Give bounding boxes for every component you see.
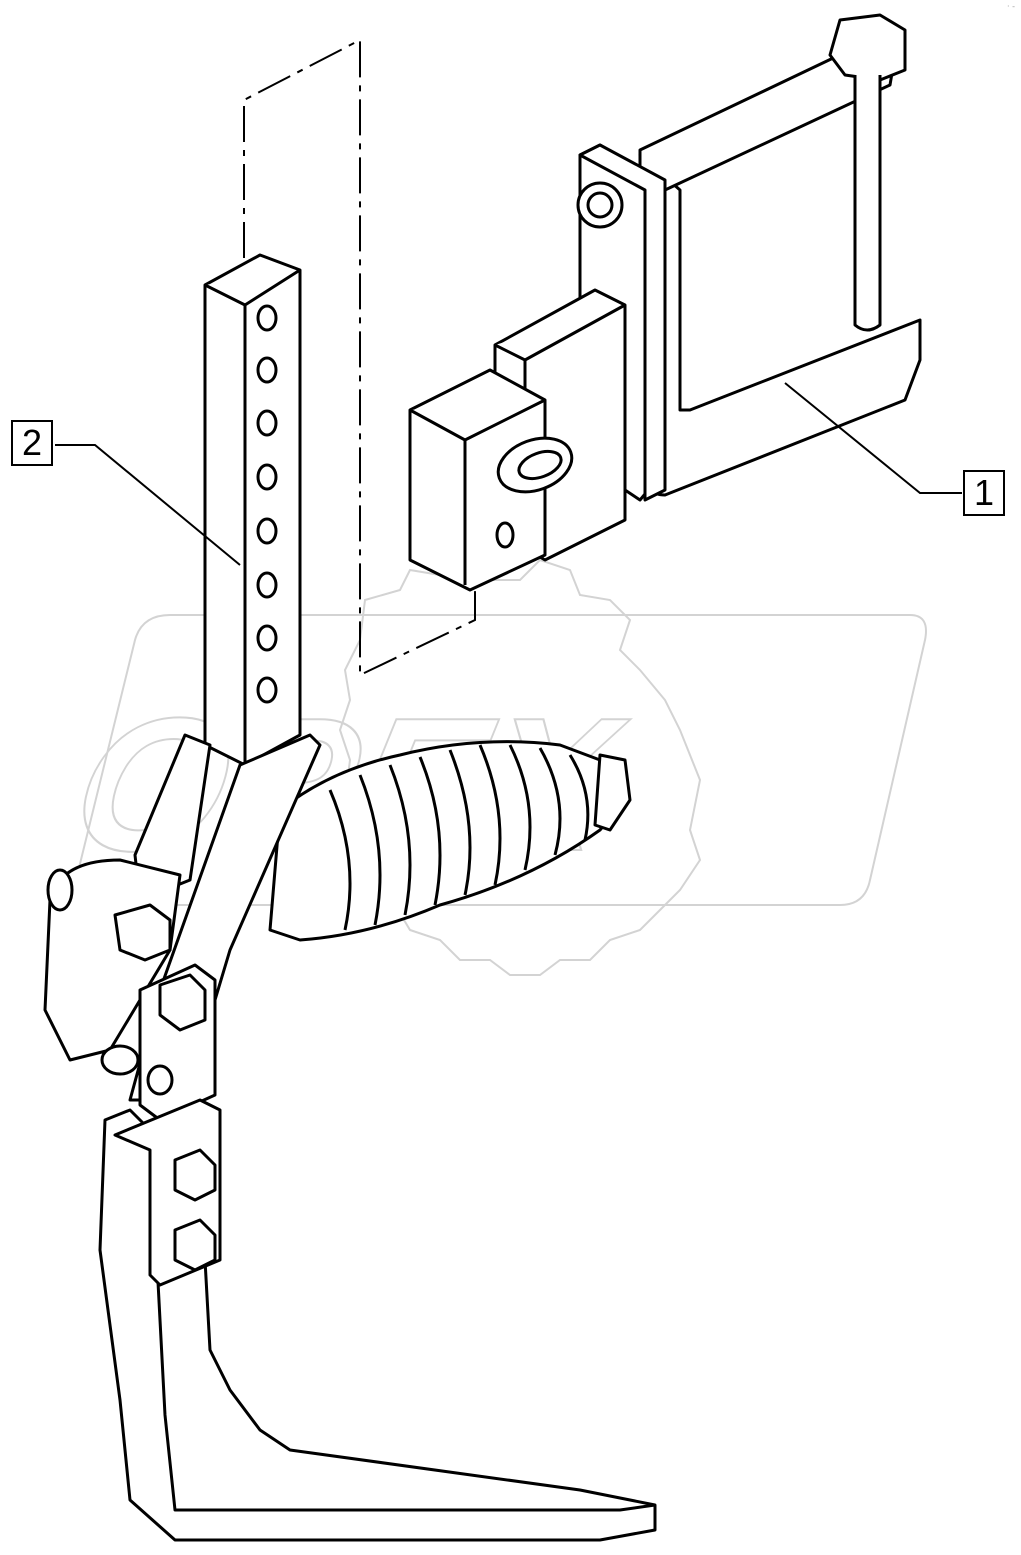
bracket-front-face — [578, 143, 667, 502]
leader-line-2 — [55, 444, 241, 566]
tine-bolt-upper — [173, 1148, 217, 1202]
spring-end-cap — [593, 753, 632, 832]
callout-label-2: 2 — [21, 422, 43, 463]
callout-2: 2 — [11, 420, 53, 466]
spring-boot — [268, 740, 627, 942]
callout-1: 1 — [963, 470, 1005, 516]
tine-edge — [203, 1259, 656, 1507]
clamp-hole — [495, 521, 515, 549]
callout-label-1: 1 — [973, 472, 995, 513]
leader-line-1 — [784, 382, 962, 494]
bracket-assembly — [408, 13, 922, 592]
tine-bolt-lower — [173, 1218, 217, 1272]
corner-mark: · ‐ — [1007, 2, 1015, 11]
pivot-bolt-head — [113, 903, 172, 962]
callout-leaders — [55, 382, 962, 566]
watermark-badge — [73, 614, 927, 906]
tine-assembly — [43, 253, 657, 1542]
shank-holes — [256, 304, 278, 704]
tine-shank-bar — [203, 253, 302, 767]
spring-coils — [328, 744, 590, 931]
alignment-lines — [243, 38, 476, 677]
bracket-threaded-rod — [853, 75, 882, 332]
clamp-bolt-head — [158, 973, 207, 1032]
bracket-top-nut — [828, 13, 907, 82]
